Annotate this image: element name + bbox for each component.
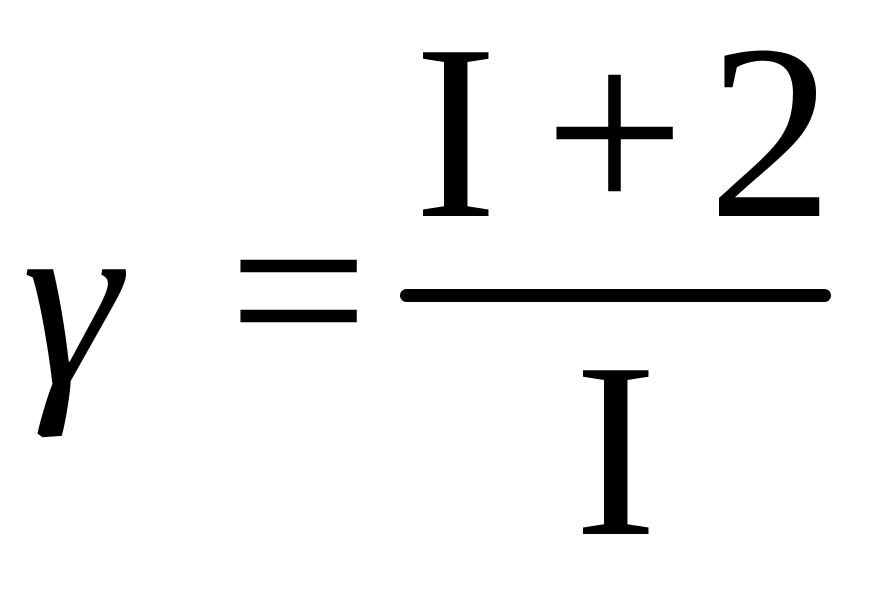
equation: γ = I + 2 I <box>22 8 834 589</box>
gamma-symbol: γ <box>22 162 121 439</box>
numerator-term-i: I <box>414 0 498 271</box>
equals-sign: = <box>228 152 369 429</box>
fraction-bar <box>400 289 831 302</box>
fraction-numerator: I + 2 <box>414 8 834 258</box>
plus-sign: + <box>544 0 685 271</box>
numerator-term-two: 2 <box>708 0 833 271</box>
fraction-denominator: I <box>574 312 658 589</box>
